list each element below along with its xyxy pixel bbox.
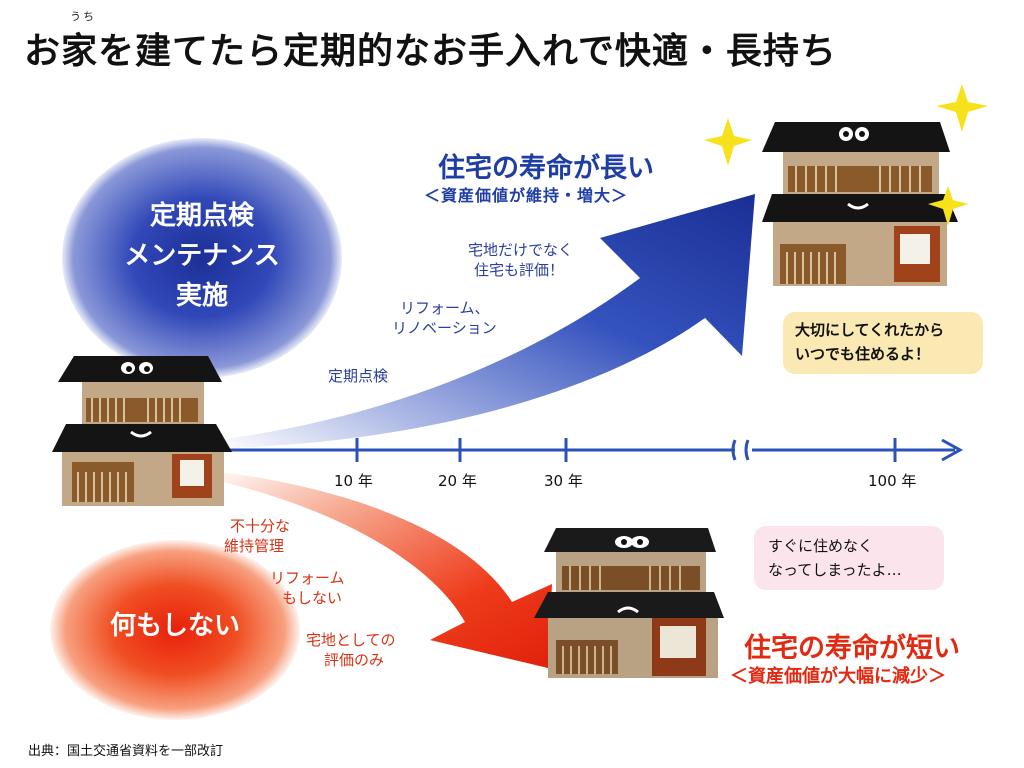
sad-speech-line2: なってしまったよ… bbox=[768, 561, 902, 579]
blue-note-reform-line2: リノベーション bbox=[392, 319, 497, 337]
sparkle-star-1 bbox=[704, 118, 752, 166]
red-note-reform-line1: リフォーム bbox=[270, 569, 345, 587]
sad-speech-line1: すぐに住めなく bbox=[768, 537, 874, 555]
blue-note-reform: リフォーム、 リノベーション bbox=[392, 298, 497, 338]
tick-30-years: 30 年 bbox=[544, 472, 583, 490]
sad-speech-bubble bbox=[754, 526, 944, 590]
long-life-arrow bbox=[215, 194, 755, 448]
happy-speech-text: 大切にしてくれたから いつでも住めるよ！ bbox=[795, 318, 985, 366]
blue-note-residence: 宅地だけでなく 住宅も評価！ bbox=[468, 240, 573, 280]
blue-note-residence-line1: 宅地だけでなく bbox=[468, 241, 574, 259]
red-note-maintenance-line1: 不十分な bbox=[230, 517, 291, 535]
blue-note-residence-line2: 住宅も評価！ bbox=[474, 261, 565, 279]
short-life-subline: ＜資産価値が大幅に減少＞ bbox=[730, 666, 946, 687]
long-life-subline: ＜資産価値が維持・増大＞ bbox=[424, 186, 629, 205]
do-nothing-label: 何もしない bbox=[109, 611, 240, 641]
red-note-land: 宅地としての 評価のみ bbox=[306, 630, 396, 670]
red-note-reform-line2: もしない bbox=[282, 589, 343, 607]
timeline-axis bbox=[215, 438, 964, 462]
sad-speech-text: すぐに住めなく なってしまったよ… bbox=[768, 534, 948, 582]
happy-speech-bubble bbox=[783, 312, 983, 374]
sparkle-star-2 bbox=[936, 84, 988, 132]
tick-20-years: 20 年 bbox=[438, 472, 477, 490]
page-title: お家を建てたら定期的なお手入れで快適・長持ち bbox=[24, 31, 837, 72]
source-credit: 出典：国土交通省資料を一部改訂 bbox=[28, 744, 224, 759]
tick-100-years: 100 年 bbox=[868, 472, 917, 490]
red-note-reform: リフォーム もしない bbox=[270, 568, 345, 608]
title-ruby: うち bbox=[70, 10, 96, 23]
short-life-headline: 住宅の寿命が短い bbox=[744, 633, 960, 664]
happy-speech-line2: いつでも住めるよ！ bbox=[795, 345, 931, 363]
sparkle-star-3 bbox=[928, 186, 968, 226]
red-note-land-line2: 評価のみ bbox=[324, 651, 385, 669]
maintenance-label-line2: メンテナンス bbox=[124, 241, 280, 271]
sad-house bbox=[534, 528, 724, 678]
blue-note-reform-line1: リフォーム、 bbox=[400, 299, 490, 317]
blue-note-inspection: 定期点検 bbox=[328, 367, 389, 385]
long-life-headline: 住宅の寿命が長い bbox=[438, 153, 654, 184]
short-life-arrow bbox=[205, 470, 552, 668]
do-nothing-circle bbox=[50, 540, 300, 720]
red-note-maintenance-line2: 維持管理 bbox=[224, 537, 285, 555]
happy-house bbox=[762, 122, 958, 286]
maintenance-label-line1: 定期点検 bbox=[149, 201, 254, 231]
red-note-land-line1: 宅地としての bbox=[306, 631, 396, 649]
start-house bbox=[52, 356, 232, 506]
red-note-maintenance: 不十分な 維持管理 bbox=[224, 516, 290, 556]
maintenance-circle-label: 定期点検 メンテナンス 実施 bbox=[62, 196, 342, 316]
maintenance-label-line3: 実施 bbox=[175, 281, 228, 311]
happy-speech-line1: 大切にしてくれたから bbox=[795, 321, 945, 339]
maintenance-circle bbox=[62, 138, 342, 378]
tick-10-years: 10 年 bbox=[334, 472, 373, 490]
